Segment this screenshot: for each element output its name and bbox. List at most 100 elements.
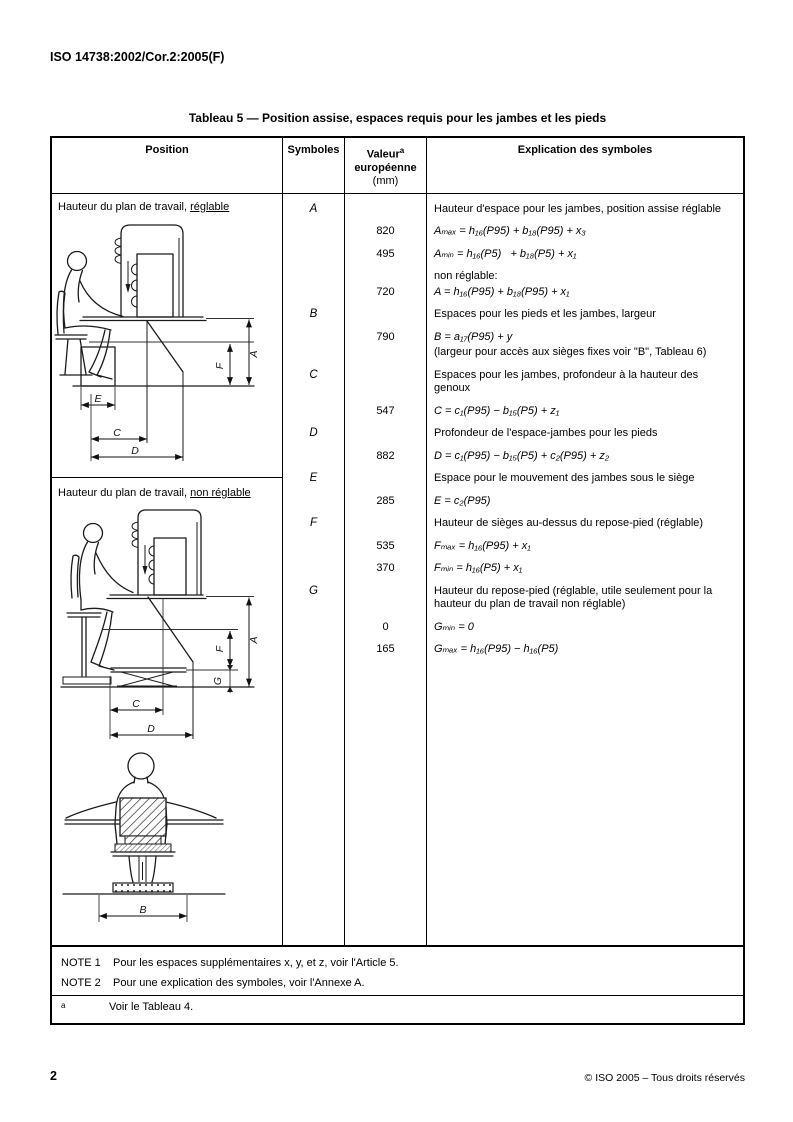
- dim-label-F: F: [214, 645, 226, 652]
- col-header-explanation: Explication des symboles: [517, 144, 653, 156]
- value-footnote-marker: a: [399, 146, 405, 155]
- figure-label-prefix: Hauteur du plan de travail,: [58, 486, 191, 499]
- table-row: 370 Fₘᵢₙ = h₁₆(P5) + x₁: [283, 553, 743, 576]
- dim-label-D: D: [131, 445, 139, 457]
- table-row: non réglable:: [283, 261, 743, 284]
- note-2: NOTE 2 Pour une explication des symboles…: [52, 969, 743, 989]
- table-row: 790 B = a₁₇(P95) + y: [283, 321, 743, 345]
- footnote-text: Voir le Tableau 4.: [109, 1000, 194, 1013]
- table-5: Position Symboles Valeura européenne (mm…: [50, 136, 745, 1026]
- dim-label-F: F: [214, 362, 226, 369]
- explanation-cell: Fₘₐₓ = h₁₆(P95) + x₁: [434, 539, 531, 552]
- chair: [69, 554, 80, 599]
- table-footnote: a Voir le Tableau 4.: [52, 996, 743, 1024]
- explanation-cell: Hauteur d'espace pour les jambes, positi…: [434, 202, 722, 215]
- table-row: G Hauteur du repose-pied (réglable, util…: [283, 575, 743, 612]
- table-header-row: Position Symboles Valeura européenne (mm…: [52, 138, 743, 194]
- note-text: Pour les espaces supplémentaires x, y, e…: [113, 956, 399, 969]
- explanation-cell: non réglable:: [434, 270, 498, 283]
- table-row: B Espaces pour les pieds et les jambes, …: [283, 299, 743, 322]
- person-arm: [94, 552, 134, 593]
- value-cell: 547: [345, 395, 427, 419]
- table-row: 820 Aₘₐₓ = h₁₆(P95) + b₁₈(P95) + x₃: [283, 216, 743, 239]
- table-row: 0 Gₘᵢₙ = 0: [283, 611, 743, 635]
- symbol-cell: C: [283, 359, 345, 396]
- explanation-cell: Aₘₐₓ = h₁₆(P95) + b₁₈(P95) + x₃: [434, 225, 586, 238]
- symbol-cell: [283, 440, 345, 464]
- table-row: F Hauteur de sièges au-dessus du repose-…: [283, 508, 743, 531]
- note-label: NOTE 2: [61, 976, 101, 989]
- explanation-cell: (largeur pour accès aux sièges fixes voi…: [434, 346, 707, 359]
- value-cell: 165: [345, 634, 427, 657]
- symbol-cell: [283, 283, 345, 300]
- dim-label-E: E: [94, 393, 102, 405]
- symbol-cell: [283, 530, 345, 554]
- explanation-cell: Gₘᵢₙ = 0: [434, 620, 474, 633]
- explanation-cell: B = a₁₇(P95) + y: [434, 330, 513, 343]
- value-cell: [345, 575, 427, 612]
- table-row: 547 C = c₁(P95) − b₁₅(P5) + z₁: [283, 395, 743, 419]
- table-entries: A Hauteur d'espace pour les jambes, posi…: [283, 193, 743, 945]
- symbol-cell: [283, 238, 345, 262]
- note-label: NOTE 1: [61, 956, 101, 969]
- value-unit: (mm): [372, 174, 399, 187]
- figure-label-fixed: Hauteur du plan de travail, non réglable: [52, 476, 282, 500]
- symbol-cell: D: [283, 418, 345, 441]
- value-header-word: Valeur: [366, 148, 400, 161]
- footnote-marker: a: [61, 1000, 66, 1010]
- dim-label-C: C: [113, 427, 121, 439]
- value-cell: [345, 508, 427, 531]
- person-head: [66, 250, 87, 271]
- table-row: 882 D = c₁(P95) − b₁₅(P5) + c₂(P95) + z₂: [283, 440, 743, 464]
- table-row: C Espaces pour les jambes, profondeur à …: [283, 359, 743, 396]
- person-head: [82, 522, 103, 543]
- symbol-cell: [283, 395, 345, 419]
- figure-label-prefix: Hauteur du plan de travail,: [58, 200, 191, 213]
- explanation-cell: Espaces pour les pieds et les jambes, la…: [434, 308, 656, 321]
- stool-pedestal: [138, 855, 146, 882]
- figure-label-adjustable: Hauteur du plan de travail, réglable: [52, 194, 282, 214]
- value-cell: 370: [345, 553, 427, 576]
- dim-label-G: G: [212, 677, 224, 685]
- symbol-cell: [283, 261, 345, 284]
- explanation-cell: Gₘₐₓ = h₁₆(P95) − h₁₆(P5): [434, 643, 559, 656]
- symbol-cell: B: [283, 299, 345, 322]
- value-cell: 495: [345, 238, 427, 262]
- symbol-cell: A: [283, 193, 345, 217]
- figure-adjustable-side-view: F A E C D: [53, 224, 260, 461]
- footrest-platform: [109, 667, 187, 673]
- col-header-position: Position: [52, 138, 283, 193]
- value-cell: 0: [345, 611, 427, 635]
- dim-label-A: A: [248, 636, 260, 644]
- table-row: E Espace pour le mouvement des jambes so…: [283, 463, 743, 486]
- spring-coil: [131, 521, 138, 548]
- person-arms: [64, 801, 217, 819]
- page-number: 2: [50, 1069, 57, 1083]
- symbol-cell: [283, 611, 345, 635]
- table-row: D Profondeur de l'espace-jambes pour les…: [283, 418, 743, 441]
- foot-platform: [111, 882, 174, 893]
- note-1: NOTE 1 Pour les espaces supplémentaires …: [52, 949, 743, 969]
- explanation-cell: Aₘᵢₙ = h₁₆(P5) + b₁₈(P5) + x₁: [434, 247, 577, 260]
- symbol-cell: [283, 344, 345, 360]
- spring-coil: [114, 237, 121, 264]
- table-row: 285 E = c₂(P95): [283, 485, 743, 509]
- value-cell: [345, 418, 427, 441]
- table-title: Tableau 5 — Position assise, espaces req…: [188, 111, 607, 125]
- value-cell: 882: [345, 440, 427, 464]
- symbol-cell: E: [283, 463, 345, 486]
- figure-label-underlined: réglable: [190, 200, 230, 213]
- person-head: [126, 752, 155, 780]
- value-cell: 720: [345, 283, 427, 300]
- value-header-word2: européenne: [354, 161, 417, 174]
- explanation-cell: Fₘᵢₙ = h₁₆(P5) + x₁: [434, 562, 523, 575]
- notes-section: NOTE 1 Pour les espaces supplémentaires …: [52, 947, 743, 996]
- table-body: Hauteur du plan de travail, réglable: [52, 193, 743, 947]
- chair: [55, 290, 66, 335]
- explanation-cell: D = c₁(P95) − b₁₅(P5) + c₂(P95) + z₂: [434, 449, 610, 462]
- document-reference: ISO 14738:2002/Cor.2:2005(F): [50, 50, 225, 64]
- value-cell: 820: [345, 216, 427, 239]
- figure-fixed-side-view: F A G C D: [59, 509, 260, 739]
- dim-label-D: D: [147, 723, 155, 735]
- value-cell: [345, 299, 427, 322]
